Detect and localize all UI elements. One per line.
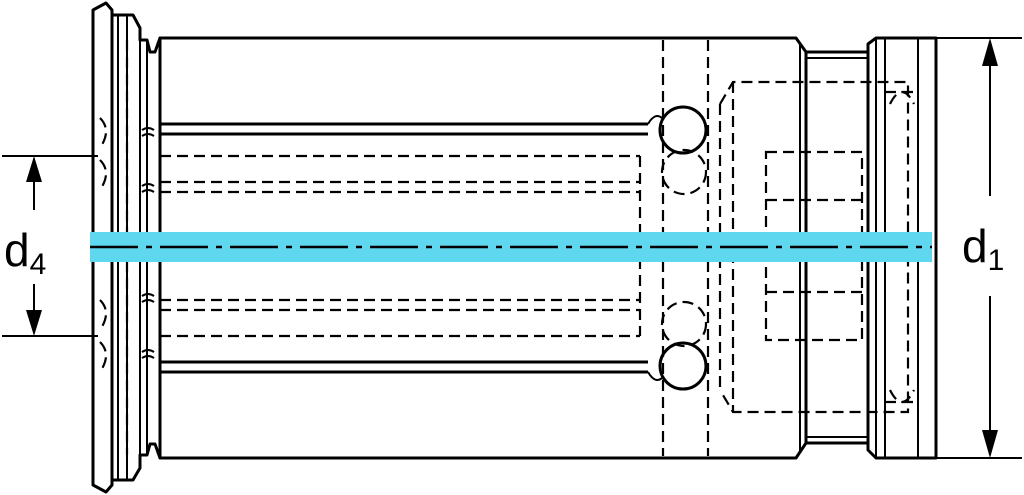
arrow-down-icon — [26, 310, 42, 336]
d1-sub: 1 — [988, 244, 1005, 277]
dimension-d1: d1 — [936, 37, 1022, 459]
centerline — [90, 232, 932, 262]
d4-main: d — [4, 224, 30, 276]
arrow-up-icon — [982, 38, 998, 66]
dimension-d4: d4 — [2, 155, 98, 337]
d1-main: d — [962, 220, 988, 272]
dimension-label-d4: d4 — [4, 224, 46, 281]
flange — [91, 1, 114, 494]
dimension-label-d1: d1 — [962, 220, 1004, 277]
arrow-up-icon — [26, 156, 42, 182]
arrow-down-icon — [982, 430, 998, 458]
d4-sub: 4 — [30, 248, 47, 281]
